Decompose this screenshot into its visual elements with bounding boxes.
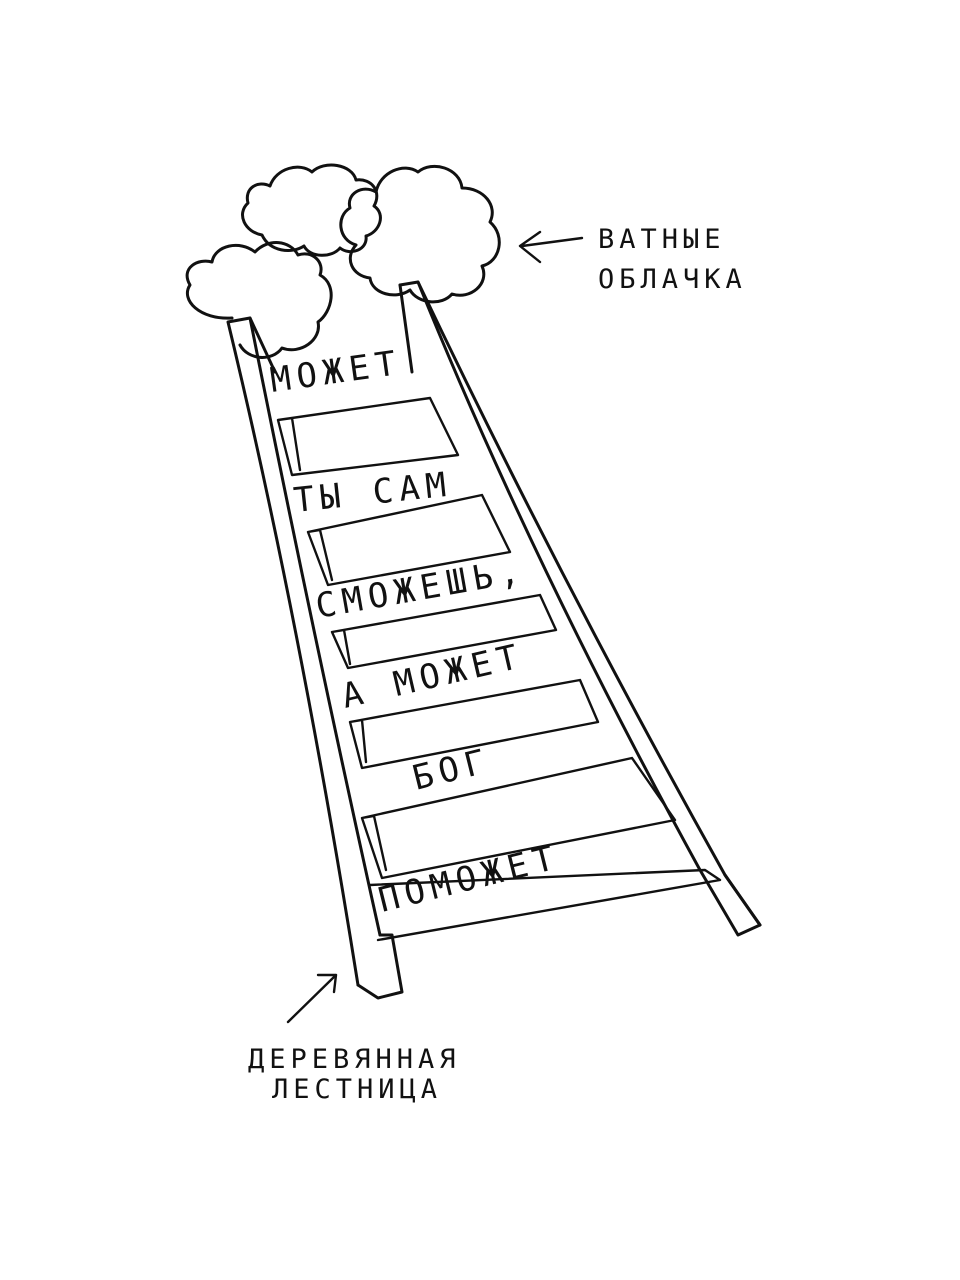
rung-2	[306, 493, 512, 587]
arrow-up-right-icon	[286, 973, 338, 1024]
arrow-left-icon	[518, 230, 584, 264]
right-rail-foot	[698, 868, 762, 937]
cloud-left	[185, 241, 333, 359]
rung-3	[330, 593, 558, 670]
left-rail-foot	[356, 933, 404, 1000]
clouds-label-line2: ОБЛАЧКА	[598, 264, 747, 295]
clouds-annotation: ВАТНЫЕ ОБЛАЧКА	[518, 224, 747, 295]
rung-6	[368, 868, 722, 942]
left-rail-inner	[248, 316, 382, 937]
ladder-annotation: ДЕРЕВЯННАЯ ЛЕСТНИЦА	[248, 973, 461, 1105]
right-rail-inner	[398, 280, 702, 872]
rung-1	[276, 396, 460, 477]
step-words: МОЖЕТ ТЫ САМ СМОЖЕШЬ, А МОЖЕТ БОГ ПОМОЖЕ…	[268, 343, 564, 921]
cloud-top	[241, 163, 382, 257]
ladder: МОЖЕТ ТЫ САМ СМОЖЕШЬ, А МОЖЕТ БОГ ПОМОЖЕ…	[226, 280, 762, 1000]
clouds-label-line1: ВАТНЫЕ	[598, 224, 726, 255]
step-word-6: ПОМОЖЕТ	[375, 837, 564, 921]
rungs	[276, 396, 722, 942]
step-word-5: БОГ	[409, 741, 496, 799]
step-word-4: А МОЖЕТ	[338, 636, 528, 717]
ladder-label-line1: ДЕРЕВЯННАЯ	[248, 1044, 461, 1075]
cotton-clouds	[185, 163, 501, 359]
right-rail-outer	[398, 280, 762, 927]
cloud-right	[339, 164, 501, 304]
rung-4	[348, 678, 600, 770]
ladder-label-line2: ЛЕСТНИЦА	[272, 1074, 442, 1105]
step-word-1: МОЖЕТ	[268, 343, 405, 401]
rung-5	[360, 756, 677, 880]
